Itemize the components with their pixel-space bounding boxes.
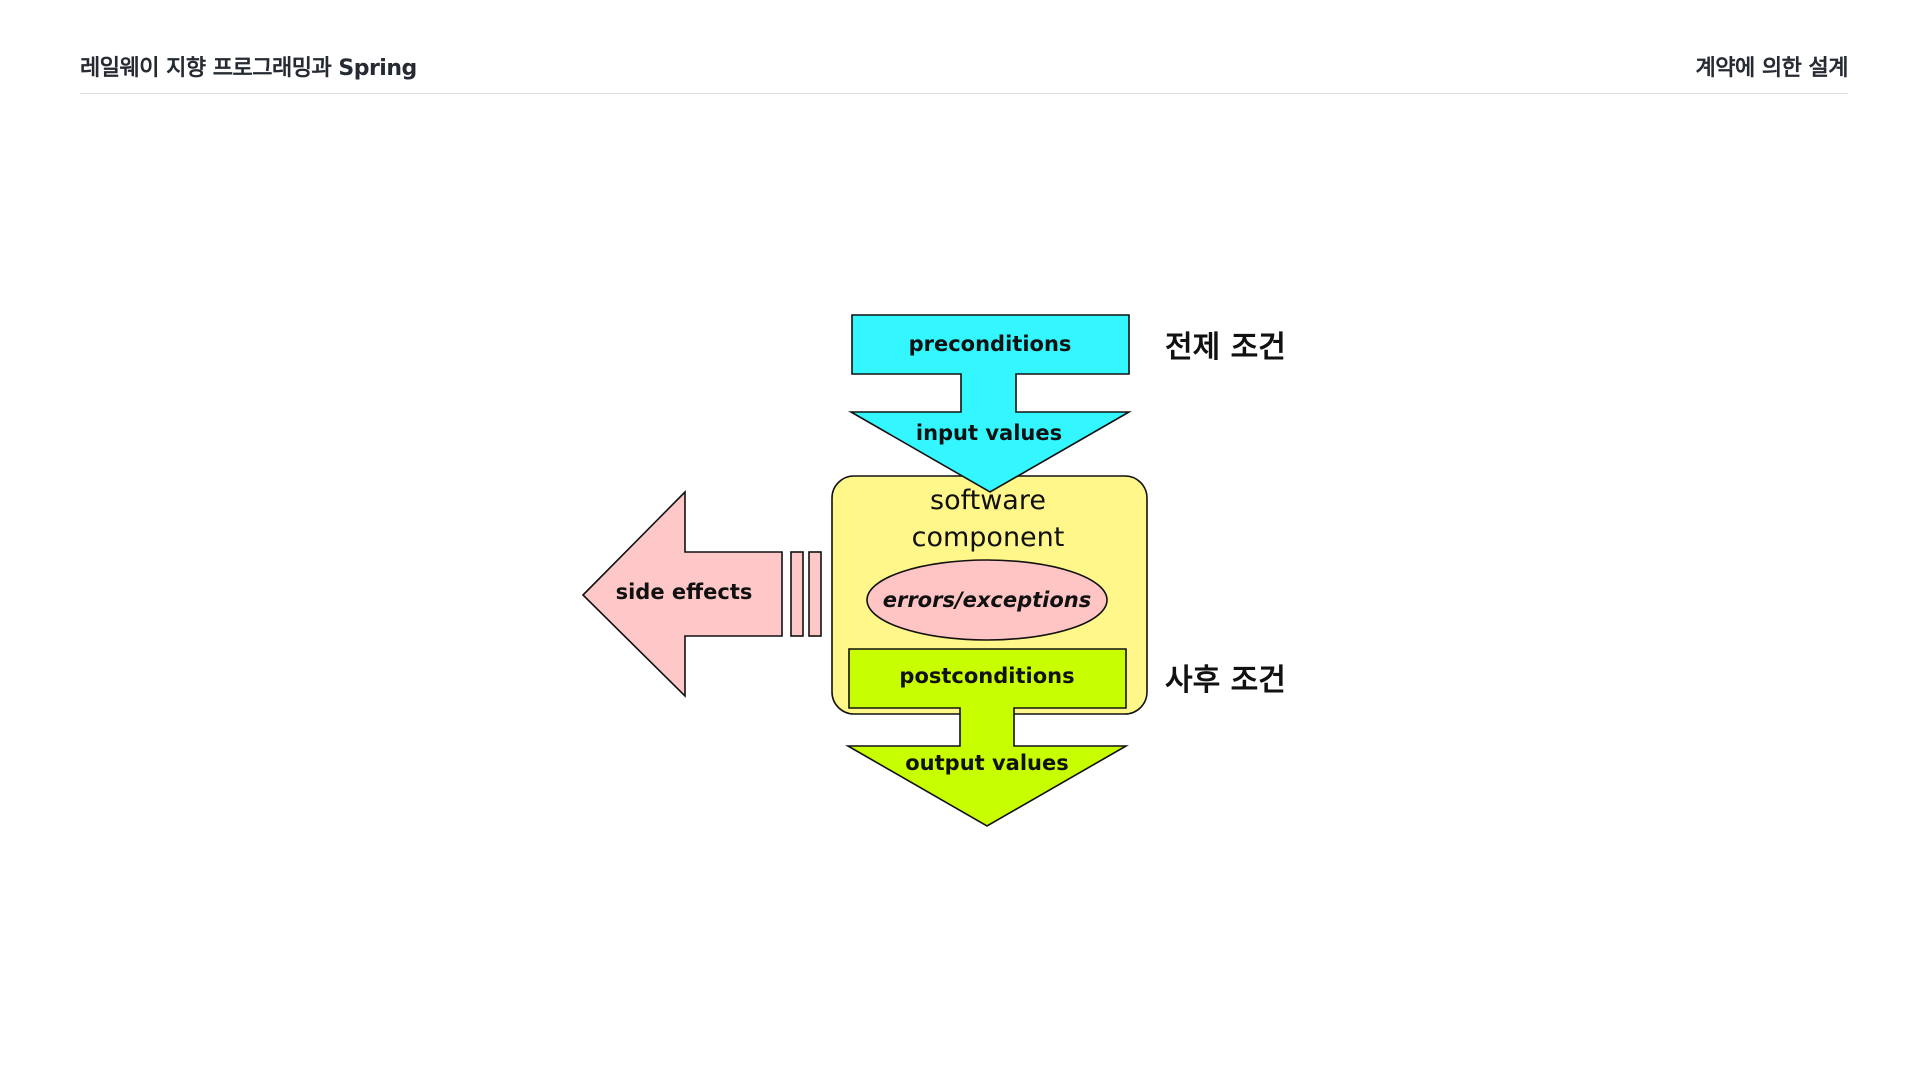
precondition-arrow xyxy=(848,314,1132,493)
input-values-label: input values xyxy=(916,421,1062,445)
presentation-title: 레일웨이 지향 프로그래밍과 Spring xyxy=(80,56,417,81)
precondition-korean-label: 전제 조건 xyxy=(1165,330,1286,365)
side-effects-bar-1 xyxy=(790,551,804,637)
postcondition-arrow xyxy=(845,648,1129,827)
side-effects-arrow xyxy=(581,490,783,698)
errors-label: errors/exceptions xyxy=(883,588,1092,612)
postconditions-label: postconditions xyxy=(899,664,1074,688)
side-effects-label: side effects xyxy=(616,580,753,604)
slide-header: 레일웨이 지향 프로그래밍과 Spring 계약에 의한 설계 xyxy=(80,46,1848,94)
component-label-line2: component xyxy=(912,522,1065,553)
postcondition-korean-label: 사후 조건 xyxy=(1165,663,1286,698)
section-title: 계약에 의한 설계 xyxy=(1695,56,1849,81)
output-values-label: output values xyxy=(905,751,1069,775)
component-label-line1: software xyxy=(930,485,1046,516)
errors-ellipse xyxy=(866,559,1108,641)
side-effects-bar-2 xyxy=(808,551,822,637)
preconditions-label: preconditions xyxy=(909,332,1072,356)
